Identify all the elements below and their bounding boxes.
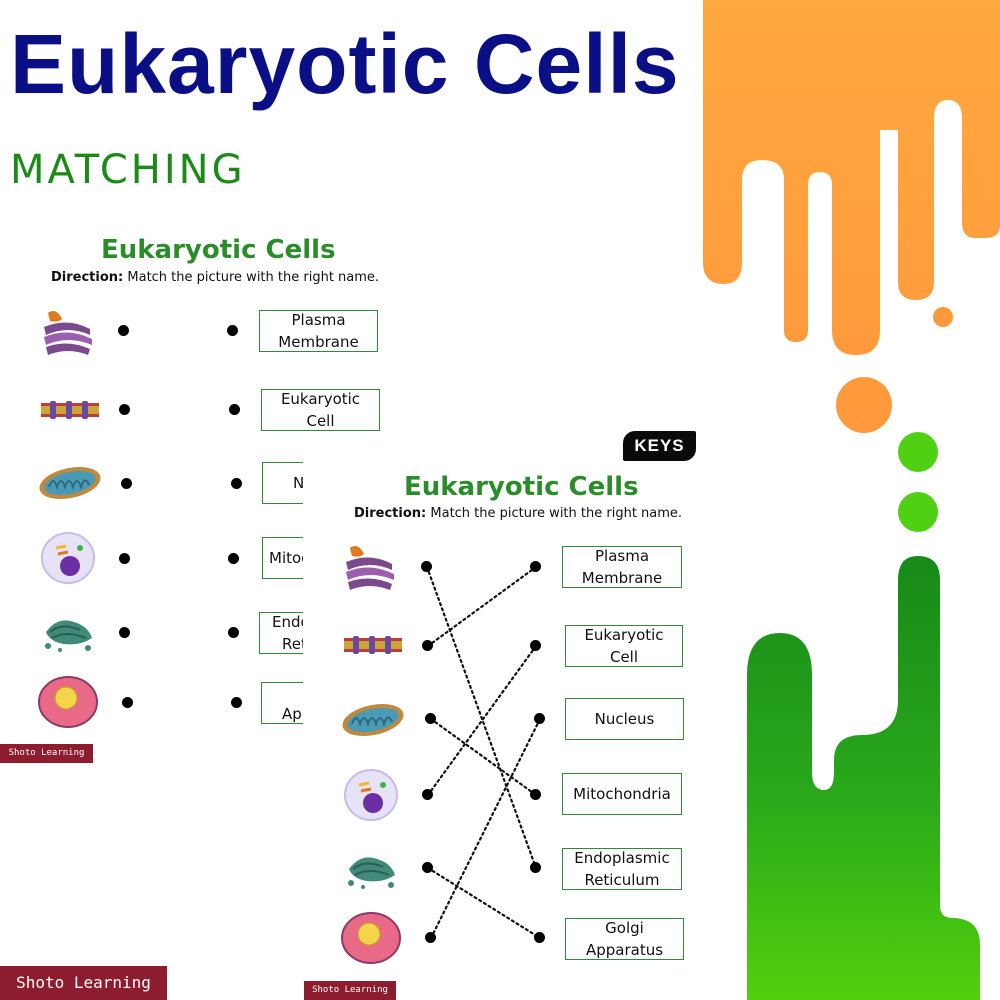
page-title: Eukaryotic Cells: [10, 17, 680, 111]
orange-drop-small: [933, 307, 953, 327]
picture-dot[interactable]: [121, 478, 132, 489]
name-dot[interactable]: [231, 478, 242, 489]
name-dot[interactable]: [530, 561, 541, 572]
green-drip: [747, 556, 980, 1000]
worksheet-brand-label: Shoto Learning: [0, 744, 93, 763]
worksheet-title: Eukaryotic Cells: [101, 235, 336, 265]
name-box-eukaryotic-cell: Eukaryotic Cell: [565, 625, 683, 667]
nucleus-cell-icon: [341, 912, 401, 964]
name-dot[interactable]: [228, 553, 239, 564]
picture-dot[interactable]: [119, 404, 130, 415]
orange-drip: [703, 0, 1000, 355]
plasma-membrane-icon: [41, 401, 99, 419]
name-box-mitochondria: Mitochondria: [562, 773, 682, 815]
name-dot[interactable]: [534, 713, 545, 724]
worksheet-direction: Direction: Match the picture with the ri…: [51, 270, 380, 285]
name-box: Eukaryotic Cell: [261, 389, 380, 431]
mitochondria-icon: [39, 466, 101, 500]
name-dot[interactable]: [231, 697, 242, 708]
answer-key-title: Eukaryotic Cells: [404, 472, 639, 502]
picture-dot[interactable]: [422, 862, 433, 873]
eukaryotic-cell-icon: [41, 532, 95, 584]
name-dot[interactable]: [530, 862, 541, 873]
keys-badge: KEYS: [623, 431, 696, 461]
golgi-apparatus-icon: [346, 546, 394, 590]
picture-dot[interactable]: [422, 789, 433, 800]
orange-drop-large: [836, 377, 892, 433]
name-dot[interactable]: [227, 325, 238, 336]
endoplasmic-reticulum-icon: [45, 620, 92, 652]
footer-brand-label: Shoto Learning: [0, 966, 167, 1000]
name-dot[interactable]: [534, 932, 545, 943]
picture-dot[interactable]: [425, 713, 436, 724]
picture-dot[interactable]: [119, 627, 130, 638]
page-subtitle: MATCHING: [10, 147, 246, 193]
golgi-apparatus-icon: [44, 311, 92, 355]
nucleus-cell-icon: [38, 676, 98, 728]
picture-dot[interactable]: [118, 325, 129, 336]
picture-dot[interactable]: [421, 561, 432, 572]
picture-dot[interactable]: [119, 553, 130, 564]
picture-dot[interactable]: [425, 932, 436, 943]
name-dot[interactable]: [530, 789, 541, 800]
answer-key-brand-label: Shoto Learning: [304, 981, 396, 1000]
eukaryotic-cell-icon: [344, 769, 398, 821]
green-drop-2: [898, 492, 938, 532]
name-box-nucleus: Nucleus: [565, 698, 684, 740]
mitochondria-icon: [342, 703, 404, 737]
answer-key-direction: Direction: Match the picture with the ri…: [354, 506, 683, 521]
endoplasmic-reticulum-icon: [348, 857, 395, 889]
name-dot[interactable]: [229, 404, 240, 415]
plasma-membrane-icon: [344, 636, 402, 654]
name-dot[interactable]: [530, 640, 541, 651]
picture-dot[interactable]: [122, 697, 133, 708]
name-dot[interactable]: [228, 627, 239, 638]
green-drop-1: [898, 432, 938, 472]
picture-dot[interactable]: [422, 640, 433, 651]
